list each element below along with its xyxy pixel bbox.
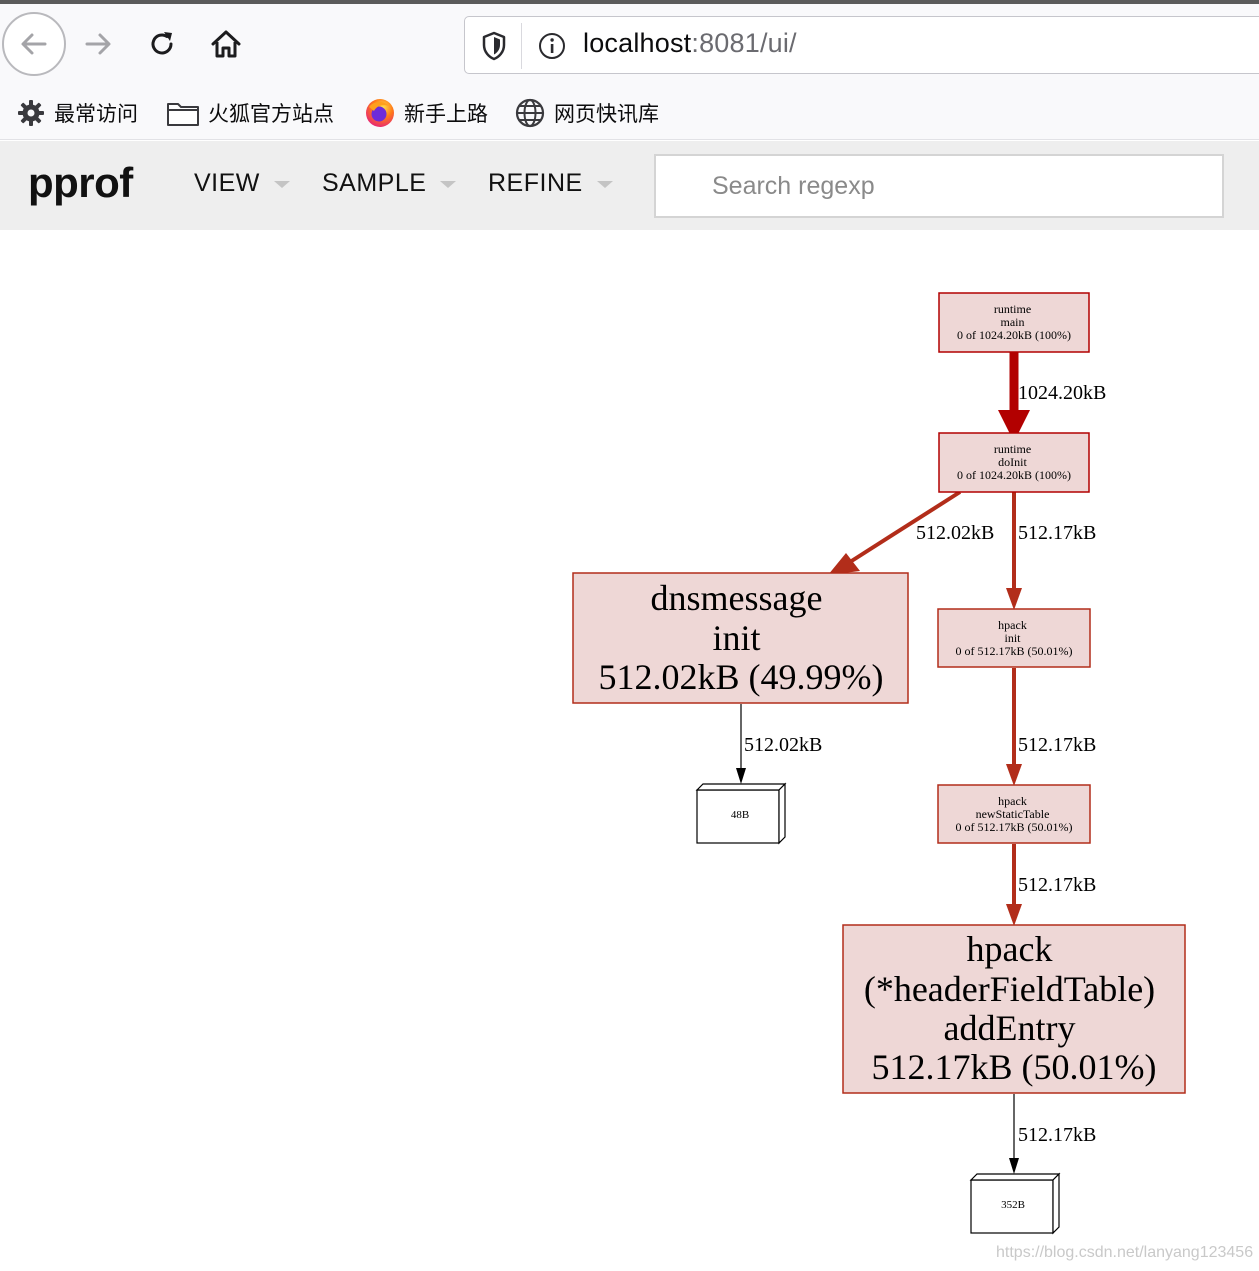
shield-icon[interactable] xyxy=(481,31,507,61)
node-line: runtime xyxy=(994,442,1031,456)
node-hpack-init[interactable]: hpack init 0 of 512.17kB (50.01%) xyxy=(937,608,1091,668)
edge-label: 512.17kB xyxy=(1018,522,1096,544)
bookmark-label: 新手上路 xyxy=(404,103,488,126)
arrow-left-icon xyxy=(21,33,47,55)
node-line: 0 of 1024.20kB (100%) xyxy=(957,328,1071,342)
node-line: 512.02kB (49.99%) xyxy=(599,657,884,697)
node-line: addEntry xyxy=(944,1008,1076,1048)
edge-label: 512.17kB xyxy=(1018,734,1096,756)
svg-text:dnsmessage init 51: dnsmessage init 512.02kB (49.99%) xyxy=(599,578,884,697)
edge-label: 1024.20kB xyxy=(1018,382,1106,404)
node-hpack-addentry[interactable]: hpack (*headerFieldTable) addEntry 512.1… xyxy=(842,924,1186,1094)
url-bar[interactable]: localhost:8081/ui/ xyxy=(464,16,1259,74)
node-line: 0 of 512.17kB (50.01%) xyxy=(956,820,1073,834)
node-line: main xyxy=(1001,315,1025,329)
caret-down-icon xyxy=(596,181,613,188)
reload-icon xyxy=(151,32,173,55)
node-hpack-newstatictable[interactable]: hpack newStaticTable 0 of 512.17kB (50.0… xyxy=(937,784,1091,844)
node-line: init xyxy=(712,618,760,658)
url-path: :8081/ui/ xyxy=(691,28,797,58)
edge-label: 512.17kB xyxy=(1018,1124,1096,1146)
edge-label: 512.02kB xyxy=(916,522,994,544)
pprof-header: pprof VIEW SAMPLE REFINE xyxy=(0,141,1259,230)
node-line: dnsmessage xyxy=(651,578,823,618)
node-runtime-main[interactable]: runtime main 0 of 1024.20kB (100%) xyxy=(938,292,1090,353)
caret-down-icon xyxy=(440,181,457,188)
node-line: (*headerFieldTable) xyxy=(864,969,1155,1009)
search-input[interactable] xyxy=(654,154,1224,218)
firefox-icon xyxy=(366,99,394,127)
edge-hpackinit-newstatictable[interactable] xyxy=(1006,668,1022,786)
bookmarks-toolbar: 最常访问 火狐官方站点 新手上路 网页 xyxy=(0,86,1259,140)
edge-addentry-352b[interactable] xyxy=(1009,1094,1019,1174)
svg-text:runtime doInit 0 o: runtime doInit 0 of 1024.20kB (100%) xyxy=(957,442,1071,482)
node-line: 352B xyxy=(1001,1199,1025,1211)
edge-doinit-dnsmessage[interactable] xyxy=(828,490,962,575)
menu-refine-label: REFINE xyxy=(488,169,583,197)
edge-newstatictable-addentry[interactable] xyxy=(1006,844,1022,926)
svg-text:hpack init 0 of 51: hpack init 0 of 512.17kB (50.01%) xyxy=(956,618,1073,658)
home-button[interactable] xyxy=(196,14,256,74)
bookmark-most-visited[interactable]: 最常访问 xyxy=(16,94,138,132)
menu-refine[interactable]: REFINE xyxy=(488,169,613,198)
window-top-border xyxy=(0,0,1259,4)
svg-text:runtime main 0 of: runtime main 0 of 1024.20kB (100%) xyxy=(957,302,1071,342)
menu-sample-label: SAMPLE xyxy=(322,169,427,197)
node-line: runtime xyxy=(994,302,1031,316)
url-separator xyxy=(521,23,522,69)
bookmark-label: 火狐官方站点 xyxy=(208,103,334,126)
menu-view[interactable]: VIEW xyxy=(194,169,290,198)
bookmark-getting-started[interactable]: 新手上路 xyxy=(364,94,488,132)
node-line: hpack xyxy=(998,794,1027,808)
node-line: init xyxy=(1004,631,1021,645)
info-icon[interactable] xyxy=(537,31,567,61)
node-dnsmessage-init[interactable]: dnsmessage init 512.02kB (49.99%) xyxy=(572,572,909,704)
node-line: 0 of 1024.20kB (100%) xyxy=(957,468,1071,482)
svg-text:hpack (*headerFieldTable: hpack (*headerFieldTable) addEntry 512.1… xyxy=(864,929,1164,1087)
node-line: 48B xyxy=(731,809,749,821)
node-leaf-352b[interactable]: 352B xyxy=(969,1172,1061,1235)
pprof-logo[interactable]: pprof xyxy=(28,159,133,206)
bookmark-label: 最常访问 xyxy=(54,103,138,126)
bookmark-firefox-sites[interactable]: 火狐官方站点 xyxy=(166,94,334,132)
edge-label: 512.02kB xyxy=(744,734,822,756)
call-graph: 1024.20kB 512.02kB 512.17kB 512.02kB 512… xyxy=(572,292,1186,1235)
node-line: newStaticTable xyxy=(976,807,1050,821)
node-line: 0 of 512.17kB (50.01%) xyxy=(956,644,1073,658)
url-host: localhost xyxy=(583,28,692,58)
node-line: hpack xyxy=(967,929,1053,969)
globe-icon xyxy=(515,98,545,128)
browser-toolbar: localhost:8081/ui/ xyxy=(0,4,1259,86)
node-leaf-48b[interactable]: 48B xyxy=(695,782,787,845)
node-line: 512.17kB (50.01%) xyxy=(872,1047,1157,1087)
reload-button[interactable] xyxy=(132,14,192,74)
bookmark-web-slice-gallery[interactable]: 网页快讯库 xyxy=(514,94,659,132)
folder-icon xyxy=(167,103,199,126)
caret-down-icon xyxy=(273,181,290,188)
gear-icon xyxy=(18,100,44,126)
edge-main-doinit[interactable] xyxy=(998,352,1030,442)
edge-label: 512.17kB xyxy=(1018,874,1096,896)
url-text[interactable]: localhost:8081/ui/ xyxy=(583,28,797,59)
bookmark-label: 网页快讯库 xyxy=(554,103,659,126)
node-line: doInit xyxy=(998,455,1027,469)
forward-button[interactable] xyxy=(68,14,128,74)
watermark: https://blog.csdn.net/lanyang123456 xyxy=(996,1244,1254,1261)
svg-text:hpack newStaticTable: hpack newStaticTable 0 of 512.17kB (50.0… xyxy=(956,794,1073,834)
node-line: hpack xyxy=(998,618,1027,632)
home-icon xyxy=(211,30,241,58)
menu-view-label: VIEW xyxy=(194,169,260,197)
node-runtime-doinit[interactable]: runtime doInit 0 of 1024.20kB (100%) xyxy=(938,432,1090,493)
arrow-right-icon xyxy=(85,33,111,55)
edge-doinit-hpackinit[interactable] xyxy=(1006,492,1022,610)
back-button[interactable] xyxy=(2,12,66,76)
edge-dnsmessage-48b[interactable] xyxy=(736,704,746,784)
menu-sample[interactable]: SAMPLE xyxy=(322,169,457,198)
